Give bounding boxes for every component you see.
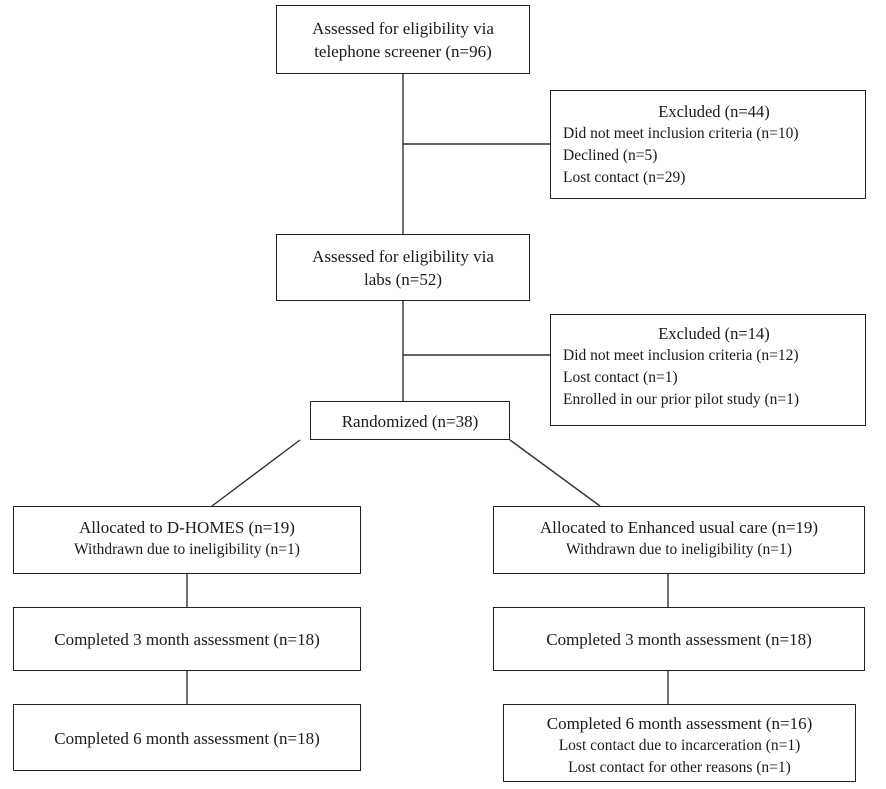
left-3-month-text: Completed 3 month assessment (n=18): [54, 630, 320, 649]
excluded-1-item: Declined (n=5): [563, 147, 658, 164]
left-3-month-box: Completed 3 month assessment (n=18): [13, 607, 361, 671]
screening-line2: telephone screener (n=96): [314, 42, 492, 61]
right-6-month-box: Completed 6 month assessment (n=16) Lost…: [503, 704, 856, 782]
left-6-month-text: Completed 6 month assessment (n=18): [54, 729, 320, 748]
connector-randomized-to-right-arm: [509, 439, 601, 507]
left-withdrawn-text: Withdrawn due to ineligibility (n=1): [74, 541, 300, 558]
left-6-month-box: Completed 6 month assessment (n=18): [13, 704, 361, 771]
right-3-month-box: Completed 3 month assessment (n=18): [493, 607, 865, 671]
right-6-month-text: Completed 6 month assessment (n=16): [546, 714, 813, 733]
excluded-1-item: Did not meet inclusion criteria (n=10): [563, 125, 799, 142]
right-allocated-text: Allocated to Enhanced usual care (n=19): [539, 518, 819, 537]
right-allocation-box: Allocated to Enhanced usual care (n=19) …: [493, 506, 865, 574]
right-3-month-text: Completed 3 month assessment (n=18): [546, 630, 812, 649]
excluded-2-item: Enrolled in our prior pilot study (n=1): [563, 391, 800, 408]
right-withdrawn-text: Withdrawn due to ineligibility (n=1): [566, 541, 792, 558]
excluded-box-2: Excluded (n=14) Did not meet inclusion c…: [550, 314, 866, 426]
labs-box: Assessed for eligibility via labs (n=52): [276, 234, 530, 301]
labs-line2: labs (n=52): [363, 270, 443, 289]
screening-box: Assessed for eligibility via telephone s…: [276, 5, 530, 74]
excluded-1-title: Excluded (n=44): [658, 102, 770, 121]
excluded-2-item: Lost contact (n=1): [563, 369, 678, 386]
right-lost-contact-1: Lost contact due to incarceration (n=1): [558, 737, 801, 754]
excluded-box-1: Excluded (n=44) Did not meet inclusion c…: [550, 90, 866, 199]
connector-randomized-to-left-arm: [211, 439, 301, 507]
left-allocation-box: Allocated to D-HOMES (n=19) Withdrawn du…: [13, 506, 361, 574]
randomized-box: Randomized (n=38): [310, 401, 510, 440]
excluded-1-item: Lost contact (n=29): [563, 169, 686, 186]
screening-line1: Assessed for eligibility via: [312, 19, 494, 38]
left-allocated-text: Allocated to D-HOMES (n=19): [79, 518, 295, 537]
randomized-label: Randomized (n=38): [341, 412, 479, 431]
right-lost-contact-2: Lost contact for other reasons (n=1): [568, 759, 791, 776]
labs-line1: Assessed for eligibility via: [312, 247, 494, 266]
excluded-2-title: Excluded (n=14): [658, 324, 770, 343]
excluded-2-item: Did not meet inclusion criteria (n=12): [563, 347, 799, 364]
